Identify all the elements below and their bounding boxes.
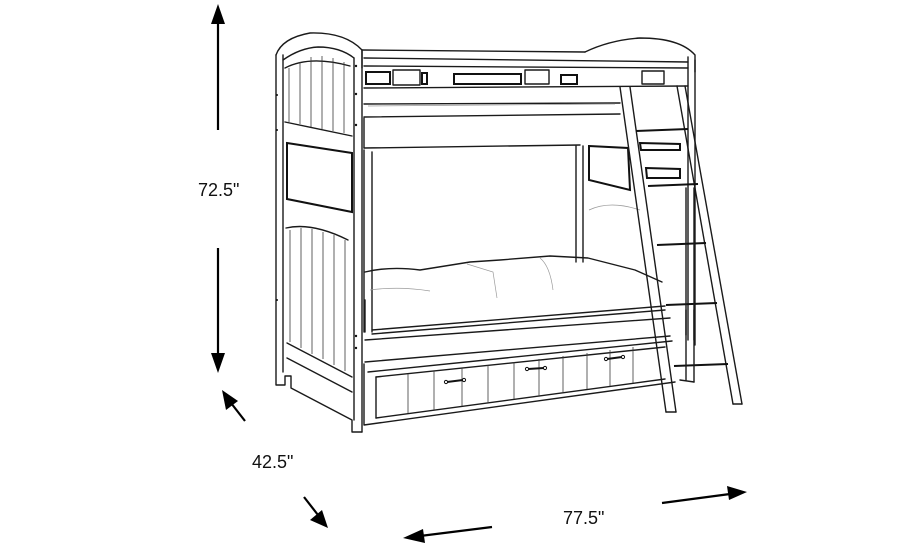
height-dimension-label: 72.5" xyxy=(198,180,240,200)
depth-arrow xyxy=(222,390,328,528)
bed xyxy=(275,32,743,433)
width-arrow xyxy=(403,486,747,543)
height-arrow xyxy=(211,4,225,373)
depth-dimension-label: 42.5" xyxy=(252,452,294,472)
width-dimension-label: 77.5" xyxy=(563,508,605,528)
